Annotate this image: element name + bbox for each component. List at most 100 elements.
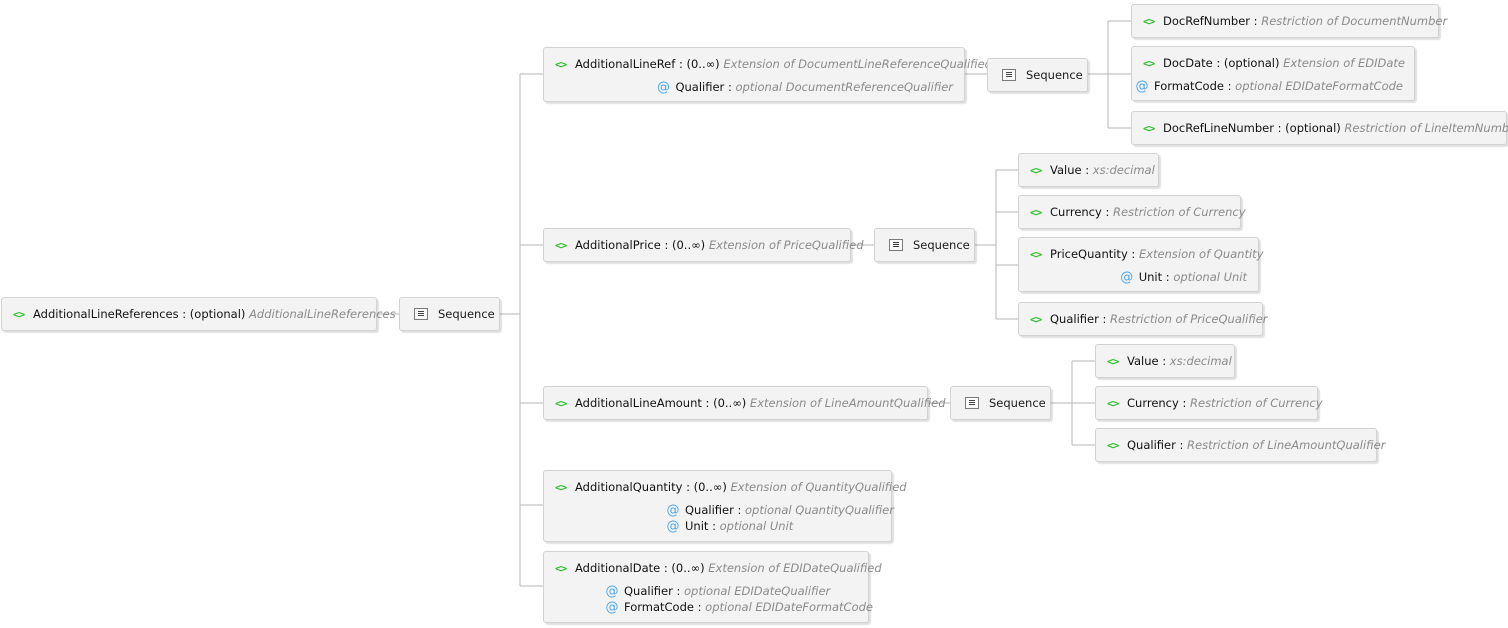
element-type: Extension of PriceQualified — [708, 238, 864, 252]
element-name: Value — [1050, 163, 1082, 177]
element-occurrence: : (0..∞) — [686, 480, 727, 494]
element-occurrence: : (0..∞) — [678, 57, 720, 71]
element-occurrence: : (0..∞) — [664, 238, 706, 252]
attribute-name: FormatCode — [624, 600, 694, 614]
element-name: DocRefNumber — [1163, 14, 1251, 28]
attribute-name: Qualifier — [624, 584, 673, 598]
element-occurrence: : (optional) — [1216, 56, 1280, 70]
element-icon: <> — [1143, 57, 1155, 70]
element-icon: <> — [1143, 122, 1155, 135]
element-icon: <> — [555, 239, 567, 252]
sequence-label: Sequence — [1026, 68, 1083, 82]
element-type: Restriction of Currency — [1190, 396, 1323, 410]
amount-qualifier-node[interactable]: <>Qualifier : Restriction of LineAmountQ… — [1095, 428, 1385, 462]
element-occurrence: : — [1162, 354, 1167, 368]
element-icon: <> — [555, 397, 567, 410]
element-icon: <> — [1143, 15, 1155, 28]
attribute-icon: @ — [666, 519, 680, 534]
element-type: Extension of LineAmountQualified — [749, 396, 946, 410]
element-type: Extension of Quantity — [1138, 247, 1264, 261]
attribute-name: FormatCode — [1154, 79, 1224, 93]
amount-value-node[interactable]: <> Value : xs:decimal — [1095, 344, 1235, 378]
element-icon: <> — [1030, 313, 1042, 326]
price-qualifier-node[interactable]: <>Qualifier : Restriction of PriceQualif… — [1018, 302, 1268, 336]
element-name: DocDate — [1163, 56, 1213, 70]
sequence-icon — [414, 307, 428, 320]
attribute-icon: @ — [656, 80, 670, 95]
element-type: Extension of DocumentLineReferenceQualif… — [723, 57, 992, 71]
element-occurrence: : — [1105, 205, 1110, 219]
additional-line-ref-node[interactable]: <>AdditionalLineRef : (0..∞) Extension o… — [543, 47, 992, 102]
element-type: xs:decimal — [1169, 354, 1232, 368]
sequence-node[interactable]: Sequence — [987, 58, 1088, 92]
element-occurrence: : — [1179, 438, 1184, 452]
element-icon: <> — [1107, 355, 1119, 368]
sequence-icon — [889, 238, 903, 251]
element-icon: <> — [555, 481, 567, 494]
root-element-node[interactable]: <>AdditionalLineReferences : (optional) … — [1, 297, 396, 331]
attribute-icon: @ — [605, 584, 619, 599]
element-type: Extension of EDIDate — [1283, 56, 1405, 70]
attribute-icon: @ — [666, 503, 680, 518]
doc-ref-number-node[interactable]: <> DocRefNumber : Restriction of Document… — [1131, 4, 1447, 38]
sequence-node[interactable]: Sequence — [950, 386, 1051, 420]
sequence-node[interactable]: Sequence — [399, 297, 500, 331]
element-name: AdditionalLineReferences — [33, 307, 179, 321]
attribute-type: optional QuantityQualifier — [745, 503, 894, 517]
element-type: AdditionalLineReferences — [249, 307, 396, 321]
element-name: AdditionalLineRef — [575, 57, 676, 71]
element-name: Currency — [1127, 396, 1179, 410]
attribute-type: optional Unit — [1173, 270, 1247, 284]
element-name: DocRefLineNumber — [1163, 121, 1274, 135]
element-name: Qualifier — [1127, 438, 1176, 452]
element-type: Extension of QuantityQualified — [730, 480, 907, 494]
element-occurrence: : (0..∞) — [663, 561, 705, 575]
additional-date-node[interactable]: <>AdditionalDate : (0..∞) Extension of E… — [543, 551, 882, 623]
attribute-type: optional EDIDateFormatCode — [705, 600, 873, 614]
sequence-icon — [1002, 68, 1016, 81]
element-occurrence: : — [1253, 14, 1258, 28]
element-name: AdditionalLineAmount — [575, 396, 702, 410]
element-occurrence: : — [1182, 396, 1187, 410]
element-icon: <> — [1107, 397, 1119, 410]
additional-quantity-node[interactable]: <> AdditionalQuantity : (0..∞) Extension … — [543, 470, 907, 542]
attribute-type: optional EDIDateQualifier — [684, 584, 831, 598]
attribute-icon: @ — [605, 600, 619, 615]
sequence-node[interactable]: Sequence — [874, 228, 975, 262]
element-occurrence: : (optional) — [1277, 121, 1341, 135]
element-type: Extension of EDIDateQualified — [708, 561, 882, 575]
sequence-icon — [965, 396, 979, 409]
element-type: Restriction of PriceQualifier — [1110, 312, 1268, 326]
element-name: Currency — [1050, 205, 1102, 219]
attribute-name: Qualifier — [675, 80, 725, 94]
additional-price-node[interactable]: <>AdditionalPrice : (0..∞) Extension of … — [543, 228, 864, 262]
attribute-name: Qualifier — [685, 503, 734, 517]
sequence-label: Sequence — [989, 396, 1046, 410]
element-occurrence: : — [1131, 247, 1136, 261]
element-name: Value — [1127, 354, 1159, 368]
element-occurrence: : (optional) — [182, 307, 246, 321]
element-icon: <> — [1030, 206, 1042, 219]
element-name: AdditionalQuantity — [575, 480, 683, 494]
element-type: xs:decimal — [1092, 163, 1155, 177]
element-icon: <> — [1030, 248, 1042, 261]
element-icon: <> — [1107, 439, 1119, 452]
doc-date-node[interactable]: <> DocDate : (optional) Extension of EDID… — [1131, 46, 1415, 101]
element-type: Restriction of LineItemNumber — [1344, 121, 1508, 135]
amount-currency-node[interactable]: <> Currency : Restriction of Currency — [1095, 386, 1323, 420]
attribute-type: optional EDIDateFormatCode — [1235, 79, 1403, 93]
price-value-node[interactable]: <> Value : xs:decimal — [1018, 153, 1159, 187]
additional-line-amount-node[interactable]: <>AdditionalLineAmount : (0..∞) Extensio… — [543, 386, 946, 420]
element-icon: <> — [1030, 164, 1042, 177]
element-type: Restriction of DocumentNumber — [1261, 14, 1448, 28]
element-occurrence: : — [1085, 163, 1090, 177]
element-name: PriceQuantity — [1050, 247, 1128, 261]
element-icon: <> — [13, 308, 25, 321]
element-icon: <> — [555, 562, 567, 575]
attribute-name: Unit — [685, 519, 709, 533]
price-quantity-node[interactable]: <>PriceQuantity : Extension of Quantity … — [1018, 237, 1263, 292]
price-currency-node[interactable]: <>Currency : Restriction of Currency — [1018, 195, 1246, 229]
sequence-label: Sequence — [438, 307, 495, 321]
doc-ref-line-number-node[interactable]: <> DocRefLineNumber : (optional) Restrict… — [1131, 111, 1508, 145]
